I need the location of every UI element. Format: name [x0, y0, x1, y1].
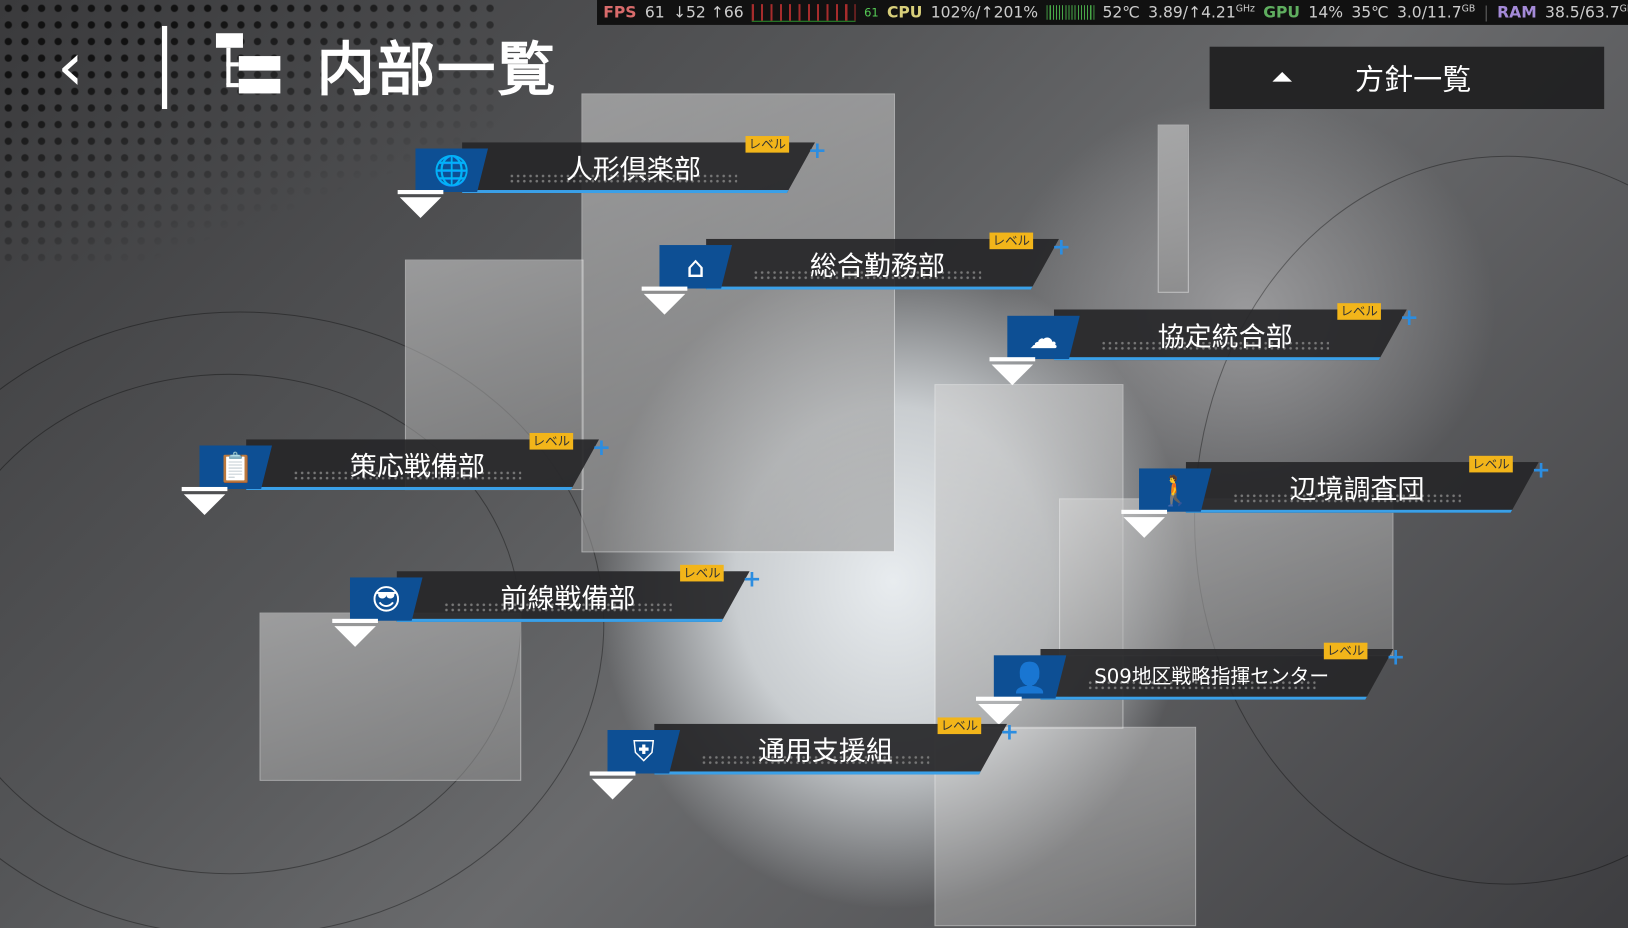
plus-icon[interactable]: +: [1399, 305, 1419, 332]
expand-arrow-icon[interactable]: [332, 618, 378, 650]
plus-icon[interactable]: +: [999, 719, 1020, 746]
fps-value: 61: [644, 3, 665, 22]
plus-icon[interactable]: +: [1386, 644, 1406, 671]
department-name: 総合勤務部: [809, 251, 945, 283]
department-node[interactable]: 😎 前線戦備部 レベル +: [332, 564, 762, 647]
level-badge: レベル: [989, 232, 1034, 250]
expand-arrow-icon[interactable]: [589, 771, 636, 802]
cpu-clock: 3.89/↑4.21: [1148, 3, 1236, 22]
department-name: 前線戦備部: [500, 583, 636, 615]
cpu-value: 102%/↑201%: [930, 3, 1039, 22]
department-node[interactable]: 📋 策応戦備部 レベル +: [181, 432, 611, 515]
clipboard-icon: 📋: [199, 445, 273, 490]
policy-list-button[interactable]: ⏶ 方針一覧: [1209, 46, 1605, 110]
department-node[interactable]: ☁ 協定統合部 レベル +: [989, 303, 1419, 386]
level-badge: レベル: [529, 432, 574, 450]
fps-range: ↓52 ↑66: [672, 3, 744, 22]
department-name: 辺境調査団: [1289, 474, 1425, 506]
halftone-decoration: [0, 0, 499, 270]
sunglasses-face-icon: 😎: [349, 577, 423, 621]
department-name: 策応戦備部: [349, 451, 485, 483]
department-node[interactable]: ⌂ 総合勤務部 レベル +: [641, 232, 1071, 315]
ram-unit: GB: [1619, 4, 1628, 15]
explorer-icon: 🚶: [1139, 468, 1212, 512]
dot-pattern: [752, 269, 982, 281]
dot-pattern: [1232, 493, 1461, 504]
dot-pattern: [292, 470, 522, 481]
department-node[interactable]: 👤 S09地区戦略指揮センター レベル +: [976, 642, 1405, 725]
house-icon: ⌂: [659, 245, 733, 289]
level-badge: レベル: [1337, 303, 1381, 320]
plus-icon[interactable]: +: [591, 435, 611, 462]
plus-icon[interactable]: +: [807, 138, 827, 165]
department-banner: [1040, 648, 1394, 700]
level-badge: レベル: [745, 136, 790, 153]
department-name: 人形倶楽部: [565, 154, 701, 186]
double-chevron-up-icon: ⏶: [1271, 61, 1294, 93]
ram-value: 38.5/63.7: [1545, 3, 1620, 22]
department-name: 協定統合部: [1157, 321, 1293, 354]
lightning-cloud-icon: ☁: [1007, 315, 1080, 360]
expand-arrow-icon[interactable]: [641, 286, 688, 318]
department-node[interactable]: 🌐 人形倶楽部 レベル +: [397, 136, 827, 219]
level-badge: レベル: [680, 564, 724, 582]
dot-pattern: [508, 173, 738, 184]
page-title: 内部一覧: [316, 35, 558, 104]
plus-icon[interactable]: +: [742, 566, 762, 593]
vram-unit: GB: [1461, 4, 1476, 15]
gpu-value: 14%: [1308, 3, 1344, 22]
dot-pattern: [443, 602, 672, 613]
dot-pattern: [700, 754, 930, 766]
level-badge: レベル: [1323, 642, 1368, 660]
department-name: S09地区戦略指揮センター: [1094, 665, 1330, 689]
vram-value: 3.0/11.7: [1396, 3, 1462, 22]
hierarchy-icon: [215, 33, 281, 95]
winged-emblem-icon: ⛨: [607, 729, 681, 774]
plus-icon[interactable]: +: [1051, 234, 1071, 261]
level-badge: レベル: [1469, 455, 1513, 473]
building: [259, 612, 522, 781]
fps-label: FPS: [603, 3, 637, 22]
expand-arrow-icon[interactable]: [397, 190, 444, 221]
globe-icon: 🌐: [415, 148, 489, 193]
dot-pattern: [1087, 680, 1316, 691]
back-button[interactable]: ‹: [57, 34, 109, 100]
commander-icon: 👤: [993, 655, 1067, 699]
level-badge: レベル: [937, 717, 982, 735]
department-node[interactable]: ⛨ 通用支援組 レベル +: [589, 717, 1019, 800]
expand-arrow-icon[interactable]: [181, 486, 228, 518]
fps-graph: [751, 3, 856, 22]
building: [1059, 498, 1394, 657]
gpu-temp: 35℃: [1351, 3, 1389, 22]
tower: [1157, 124, 1189, 293]
department-name: 通用支援組: [757, 736, 893, 768]
cpu-label: CPU: [886, 3, 923, 22]
performance-overlay: FPS 61 ↓52 ↑66 61 CPU 102%/↑201% 52℃ 3.8…: [597, 0, 1628, 25]
cpu-graph: [1046, 5, 1095, 20]
fps-graph-value: 61: [864, 5, 879, 20]
chevron-left-icon: ‹: [57, 29, 84, 106]
ram-label: RAM: [1497, 3, 1537, 22]
gpu-label: GPU: [1263, 3, 1301, 22]
dot-pattern: [1100, 340, 1330, 351]
expand-arrow-icon[interactable]: [1121, 509, 1168, 541]
plus-icon[interactable]: +: [1531, 457, 1551, 484]
policy-list-label: 方針一覧: [1354, 62, 1472, 97]
department-node[interactable]: 🚶 辺境調査団 レベル +: [1121, 455, 1551, 538]
header-divider: [161, 25, 168, 110]
cpu-clock-unit: GHz: [1235, 4, 1255, 15]
expand-arrow-icon[interactable]: [989, 357, 1036, 388]
expand-arrow-icon[interactable]: [976, 696, 1022, 728]
cpu-temp: 52℃: [1102, 3, 1140, 22]
